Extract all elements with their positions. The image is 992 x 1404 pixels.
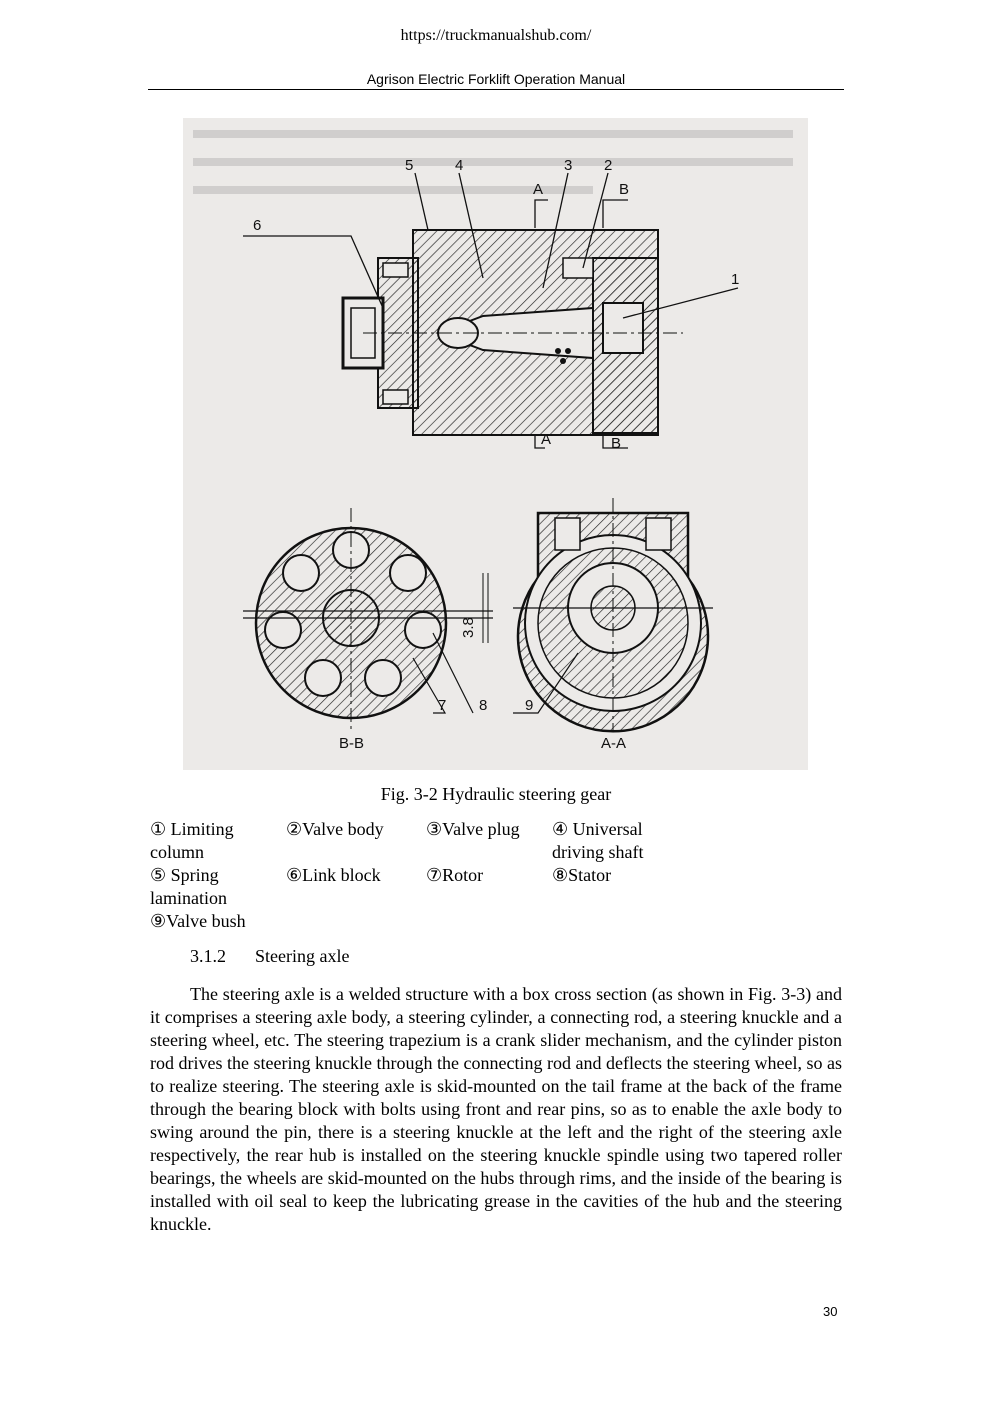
label-5: 5 [405, 157, 413, 174]
legend-item: ① Limiting column [150, 819, 234, 862]
section-aa-view [513, 498, 713, 733]
legend-item: ⑥Link block [286, 865, 381, 885]
label-7: 7 [438, 697, 446, 714]
header-rule [148, 89, 844, 90]
label-b-bottom: B [611, 435, 621, 452]
legend-item: ⑦Rotor [426, 865, 484, 885]
legend-item: ⑨Valve bush [150, 911, 246, 931]
bleed-through-text [193, 130, 793, 194]
label-a-top: A [533, 181, 543, 198]
legend-row: ⑤ Spring lamination ⑥Link block ⑦Rotor ⑧… [150, 864, 850, 910]
legend-row: ① Limiting column ②Valve body ③Valve plu… [150, 818, 850, 864]
technical-drawing: 6 5 4 3 2 1 A B A B [193, 130, 793, 752]
leader-lines-top [243, 172, 739, 449]
section-bb-view [243, 508, 493, 730]
section-number: 3.1.2 [190, 946, 226, 966]
section-title: Steering axle [255, 946, 350, 966]
label-1: 1 [731, 271, 739, 288]
label-3: 3 [564, 157, 572, 174]
view-label-aa: A-A [601, 735, 626, 752]
label-8: 8 [479, 697, 487, 714]
legend-item: ③Valve plug [426, 819, 520, 839]
legend-row: ⑨Valve bush [150, 910, 850, 933]
body-paragraph: The steering axle is a welded structure … [150, 984, 842, 1234]
dimension-3-8: 3.8 [460, 617, 477, 638]
legend-item: ②Valve body [286, 819, 384, 839]
label-9: 9 [525, 697, 533, 714]
figure-caption: Fig. 3-2 Hydraulic steering gear [380, 784, 612, 804]
legend-item: ⑤ Spring lamination [150, 865, 227, 908]
label-2: 2 [604, 157, 612, 174]
label-b-top: B [619, 181, 629, 198]
label-6: 6 [253, 217, 261, 234]
parts-legend: ① Limiting column ②Valve body ③Valve plu… [150, 818, 850, 933]
label-a-bottom: A [541, 431, 551, 448]
hydraulic-steering-gear-figure: 6 5 4 3 2 1 A B A B [183, 118, 808, 770]
manual-title: Agrison Electric Forklift Operation Manu… [366, 71, 626, 87]
label-4: 4 [455, 157, 463, 174]
source-url[interactable]: https://truckmanualshub.com/ [400, 27, 592, 44]
legend-item: ④ Universal driving shaft [552, 819, 644, 862]
legend-item: ⑧Stator [552, 865, 612, 885]
page-number: 30 [823, 1304, 838, 1319]
view-label-bb: B-B [339, 735, 364, 752]
top-section-view [341, 229, 683, 436]
section-heading: 3.1.2 Steering axle [190, 946, 349, 967]
